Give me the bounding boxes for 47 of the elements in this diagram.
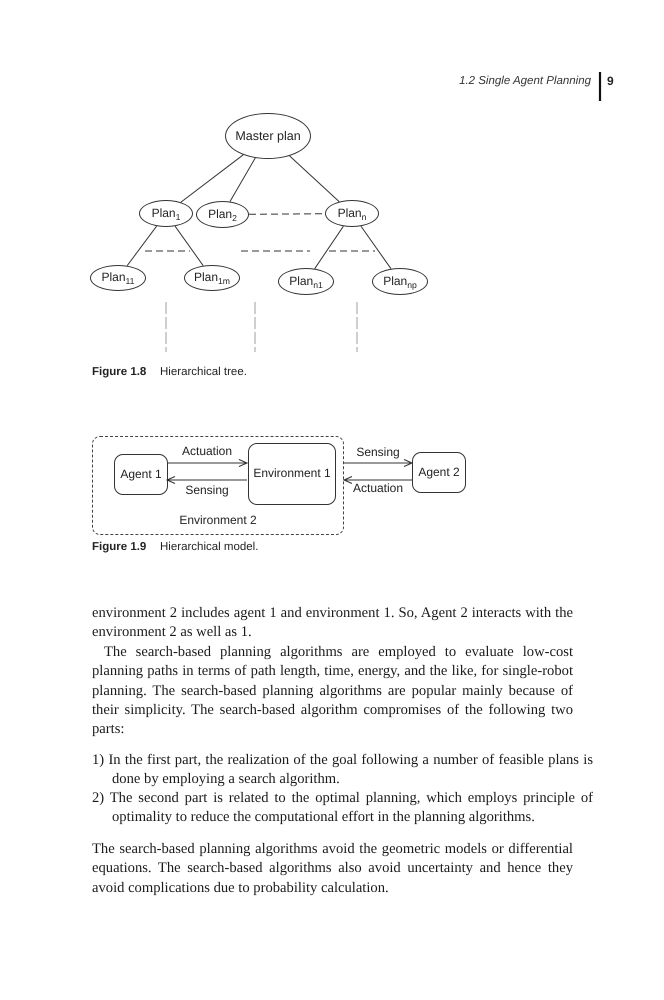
running-header: 1.2 Single Agent Planning: [458, 75, 591, 87]
connector-line: [180, 154, 244, 203]
node-label: Plan$_{1}$: [152, 206, 180, 220]
node-label: Plan$_{1m}$: [194, 271, 230, 285]
connector-line: [289, 155, 340, 202]
plan-ellipse: [225, 113, 311, 159]
connector-line: [314, 226, 344, 270]
arrow: [166, 459, 248, 467]
agent-box: [114, 454, 168, 495]
node-label: Plan$_{n1}$: [289, 274, 323, 288]
plan-ellipse: [278, 268, 334, 295]
figure-caption: Hierarchical tree.: [160, 366, 247, 378]
plan-ellipse: [90, 265, 146, 291]
arrow: [344, 476, 412, 484]
edge-label: Sensing: [184, 484, 230, 498]
node-label: Environment 2: [178, 514, 258, 528]
figure-number: Figure 1.8: [92, 366, 146, 378]
body-paragraph: The search-based planning algorithms are employed to evaluate low-cost planning paths in terms of path length, time, energy, and the like, for single-robot planning. The search-based planning algorithms are popular mainly because of their simplicity. The search-based algorithm compromises of the following two parts:: [92, 643, 573, 740]
figure-number: Figure 1.9: [92, 541, 146, 553]
node-label: Plan$_{2}$: [208, 208, 237, 222]
body-paragraph: environment 2 includes agent 1 and environment 1. So, Agent 2 interacts with the environment 2 as well as 1.: [92, 604, 573, 642]
plan-ellipse: [196, 201, 249, 228]
figure-caption: Hierarchical model.: [160, 541, 258, 553]
connector-line: [126, 226, 158, 266]
arrow: [166, 476, 248, 484]
edge-label: Sensing: [355, 446, 401, 460]
agent-box: [412, 452, 466, 493]
plan-ellipse: [325, 200, 379, 227]
plan-ellipse: [184, 265, 240, 291]
node-label: Environment 1: [253, 467, 331, 481]
node-label: Plan$_{np}$: [383, 274, 417, 288]
page-number: 9: [607, 74, 614, 88]
connector-line: [174, 226, 204, 266]
node-label: Agent 1: [120, 468, 162, 482]
connector-line: [360, 226, 392, 270]
node-label: Master plan: [235, 128, 301, 144]
list-item: 1) In the first part, the realization of the goal following a number of feasible plans is done by employing a search algorithm.: [92, 751, 593, 790]
node-label: Plan$_{11}$: [102, 271, 134, 285]
environment-box: [248, 443, 336, 505]
node-label: Agent 2: [418, 466, 460, 480]
plan-ellipse: [139, 200, 193, 227]
plan-ellipse: [372, 268, 428, 295]
body-paragraph: The search-based planning algorithms avoid the geometric models or differential equations. The search-based algorithms also avoid uncertainty and hence they avoid complications due to probability calculation.: [92, 840, 573, 898]
list-item: 2) The second part is related to the optimal planning, which employs principle of optimality to reduce the computational effort in the planning algorithms.: [92, 789, 593, 828]
arrow: [344, 459, 412, 467]
connector-line: [230, 157, 256, 202]
node-label: Plan$_{n}$: [338, 206, 366, 220]
